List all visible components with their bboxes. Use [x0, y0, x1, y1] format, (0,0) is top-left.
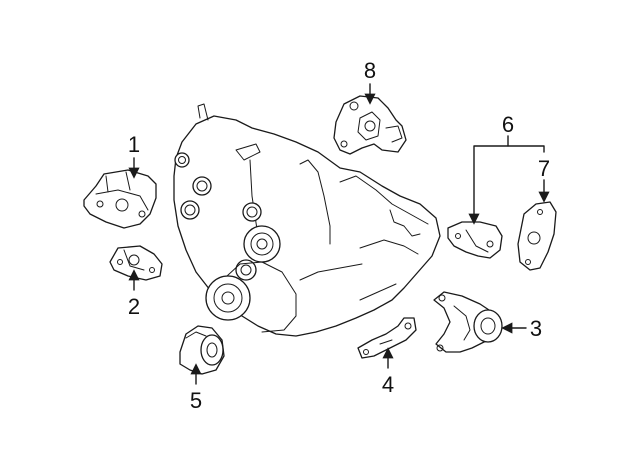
part-3-mount	[433, 291, 503, 353]
callout-2: 2	[128, 294, 140, 319]
callout-labels: 1 2 3 4 5 6 7 8	[128, 58, 550, 413]
part-2-bracket	[109, 245, 163, 281]
callout-3: 3	[530, 316, 542, 341]
part-6-bracket	[447, 221, 503, 259]
part-8-upper-mount	[333, 95, 407, 155]
callout-6: 6	[502, 112, 514, 137]
callout-4: 4	[382, 372, 394, 397]
leader-6	[468, 135, 509, 225]
callout-1: 1	[128, 132, 140, 157]
part-4-bracket	[357, 317, 417, 359]
callout-5: 5	[190, 388, 202, 413]
callout-leaders	[128, 83, 550, 385]
part-7-bracket	[517, 201, 557, 271]
part-1-transmission-mount	[83, 169, 157, 229]
callout-8: 8	[364, 58, 376, 83]
part-5-round-mount	[179, 325, 225, 375]
callout-7: 7	[538, 156, 550, 181]
engine-block	[173, 103, 441, 337]
leader-6-branch	[507, 145, 545, 153]
